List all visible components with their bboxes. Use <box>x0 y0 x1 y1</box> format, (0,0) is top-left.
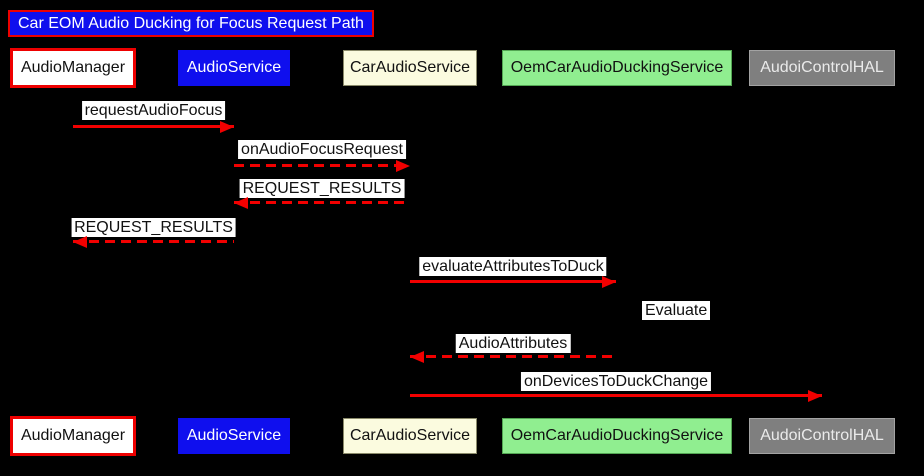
participant-audoicontrolhal-bottom: AudoiControlHAL <box>749 418 895 454</box>
participant-audiomanager-top: AudioManager <box>10 48 136 88</box>
message-line-requestaudiofocus <box>73 125 234 128</box>
message-label-request_results: REQUEST_RESULTS <box>239 179 405 198</box>
participant-caraudioservice-top: CarAudioService <box>343 50 477 86</box>
message-label-ondevicestoduckchange: onDevicesToDuckChange <box>520 372 712 391</box>
participant-oemcaraudioduckingservice-bottom: OemCarAudioDuckingService <box>502 418 732 454</box>
participant-audioservice-bottom: AudioService <box>178 418 290 454</box>
message-arrowhead-onaudiofocusrequest <box>396 160 410 172</box>
message-label-audioattributes: AudioAttributes <box>455 334 571 353</box>
message-line-audioattributes <box>410 355 616 358</box>
message-line-evaluateattributestoduck <box>410 280 616 283</box>
message-line-request_results <box>234 201 410 204</box>
participant-audioservice-top: AudioService <box>178 50 290 86</box>
message-arrowhead-audioattributes <box>410 351 424 363</box>
message-label-request_results: REQUEST_RESULTS <box>71 218 236 237</box>
message-line-onaudiofocusrequest <box>234 164 410 167</box>
message-label-evaluate: Evaluate <box>642 301 711 320</box>
diagram-title: Car EOM Audio Ducking for Focus Request … <box>8 10 374 37</box>
message-arrowhead-evaluateattributestoduck <box>602 276 616 288</box>
message-line-ondevicestoduckchange <box>410 394 822 397</box>
message-label-onaudiofocusrequest: onAudioFocusRequest <box>238 140 406 159</box>
message-arrowhead-requestaudiofocus <box>220 121 234 133</box>
participant-audoicontrolhal-top: AudoiControlHAL <box>749 50 895 86</box>
message-arrowhead-ondevicestoduckchange <box>808 390 822 402</box>
message-label-evaluateattributestoduck: evaluateAttributesToDuck <box>419 257 607 276</box>
participant-oemcaraudioduckingservice-top: OemCarAudioDuckingService <box>502 50 732 86</box>
message-arrowhead-request_results <box>234 197 248 209</box>
message-arrowhead-request_results <box>73 236 87 248</box>
message-label-requestaudiofocus: requestAudioFocus <box>81 101 226 120</box>
participant-caraudioservice-bottom: CarAudioService <box>343 418 477 454</box>
message-line-request_results <box>73 240 234 243</box>
participant-audiomanager-bottom: AudioManager <box>10 416 136 456</box>
